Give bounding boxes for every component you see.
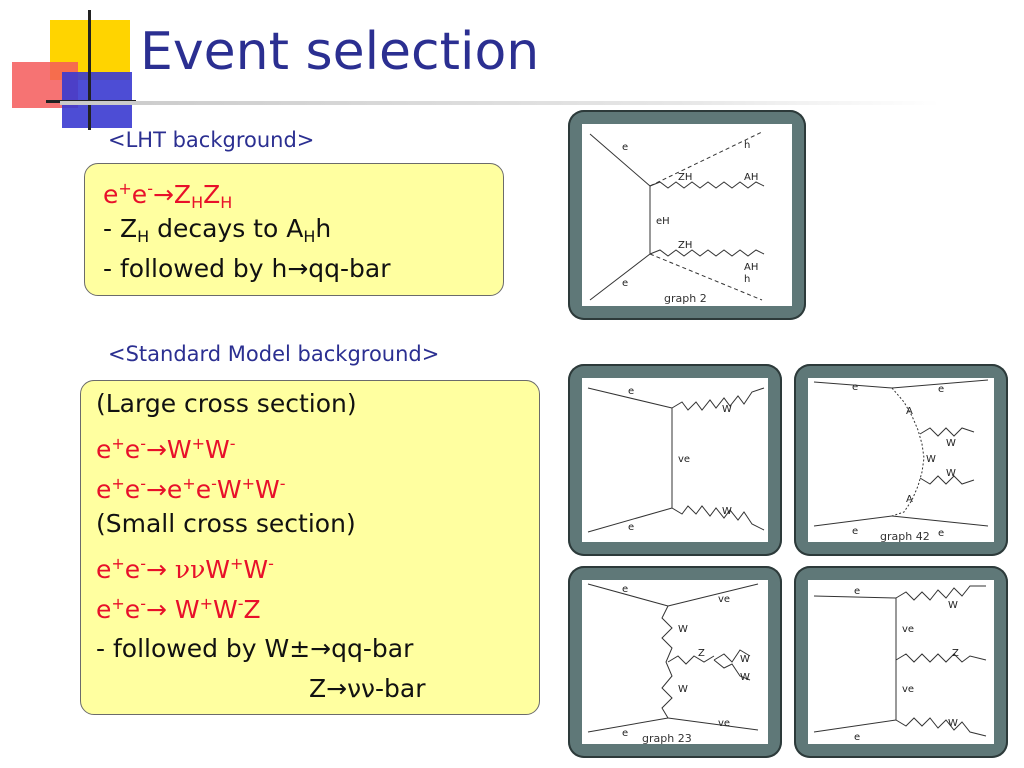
graph-42-diagram: e e e e A A W W W graph 42 xyxy=(813,379,989,542)
label-ah-bottom: AH xyxy=(744,262,758,273)
g42-label-w2: W xyxy=(926,454,936,465)
title-divider xyxy=(60,101,940,105)
label-zh-bottom: ZH xyxy=(678,240,692,251)
page-title: Event selection xyxy=(140,22,540,82)
feynman-graph-2: e e ZH ZH eH h AH AH h graph 2 xyxy=(568,110,806,320)
g42-label-a1: A xyxy=(906,406,913,417)
ww-label-w-bottom: W xyxy=(722,506,732,517)
label-h-top: h xyxy=(744,140,750,151)
g42-label-e4: e xyxy=(938,528,944,539)
label-ah-top: AH xyxy=(744,172,758,183)
decorative-logo xyxy=(0,0,140,140)
lht-followed-line: - followed by h→qq-bar xyxy=(103,254,391,283)
g23-label-ve-top: ve xyxy=(718,594,730,605)
g42-label-w3: W xyxy=(946,468,956,479)
zvv-label-e-bottom: e xyxy=(854,732,860,743)
graph-23-diagram: e e ve ve W W Z W W graph 23 xyxy=(587,583,759,744)
g23-label-e-bottom: e xyxy=(622,728,628,739)
sm-box: (Large cross section) e+e-→W+W- e+e-→e+e… xyxy=(80,380,540,715)
graph-2-diagram: e e ZH ZH eH h AH AH h graph 2 xyxy=(589,131,765,305)
feynman-graph-23: e e ve ve W W Z W W graph 23 xyxy=(568,566,782,758)
process-eeww: e+e-→e+e-W+W- xyxy=(96,474,286,504)
graph-2-caption: graph 2 xyxy=(664,292,707,305)
z-decay-line: Z→νν-bar xyxy=(309,674,426,703)
feynman-ww: e e W W ve xyxy=(568,364,782,556)
followed-line: - followed by W±→qq-bar xyxy=(96,634,414,663)
label-eh: eH xyxy=(656,216,670,227)
ww-diagram: e e W W ve xyxy=(587,386,765,533)
g23-label-w3: W xyxy=(740,654,750,665)
ww-label-e-top: e xyxy=(628,386,634,397)
label-e-top: e xyxy=(622,142,628,153)
zvv-label-z: Z xyxy=(952,648,959,659)
label-zh-top: ZH xyxy=(678,172,692,183)
lht-label: <LHT background> xyxy=(108,128,315,152)
g42-label-w1: W xyxy=(946,438,956,449)
lht-box: e+e-→ZHZH - ZH decays to AHh - followed … xyxy=(84,163,504,296)
label-h-bottom: h xyxy=(744,274,750,285)
g23-label-e-top: e xyxy=(622,584,628,595)
zvv-label-ve1: ve xyxy=(902,624,914,635)
sm-label: <Standard Model background> xyxy=(108,342,440,366)
ww-label-w-top: W xyxy=(722,404,732,415)
zvv-label-w-bottom: W xyxy=(948,718,958,729)
zvv-label-e-top: e xyxy=(854,586,860,597)
process-vvww: e+e-→ ννW+W- xyxy=(96,554,274,584)
zvv-label-ve2: ve xyxy=(902,684,914,695)
g23-label-w4: W xyxy=(740,672,750,683)
label-e-bottom: e xyxy=(622,278,628,289)
large-cross-section: (Large cross section) xyxy=(96,389,357,418)
lht-decay-line: - ZH decays to AHh xyxy=(103,214,332,246)
ww-label-e-bottom: e xyxy=(628,522,634,533)
process-wwz: e+e-→ W+W-Z xyxy=(96,594,261,624)
g23-label-w1: W xyxy=(678,624,688,635)
g23-label-ve-bottom: ve xyxy=(718,718,730,729)
zvv-label-w-top: W xyxy=(948,600,958,611)
feynman-zvv: e e W W ve ve Z xyxy=(794,566,1008,758)
ww-label-ve: ve xyxy=(678,454,690,465)
g23-label-w2: W xyxy=(678,684,688,695)
feynman-graph-42: e e e e A A W W W graph 42 xyxy=(794,364,1008,556)
graph-42-caption: graph 42 xyxy=(880,530,930,542)
lht-process: e+e-→ZHZH xyxy=(103,179,233,212)
small-cross-section: (Small cross section) xyxy=(96,509,356,538)
g42-label-e3: e xyxy=(852,526,858,537)
g42-label-e2: e xyxy=(938,384,944,395)
g42-label-a2: A xyxy=(906,494,913,505)
graph-23-caption: graph 23 xyxy=(642,732,692,744)
process-ww: e+e-→W+W- xyxy=(96,434,236,464)
zvv-diagram: e e W W ve ve Z xyxy=(813,585,987,743)
g42-label-e1: e xyxy=(852,382,858,393)
g23-label-z: Z xyxy=(698,648,705,659)
